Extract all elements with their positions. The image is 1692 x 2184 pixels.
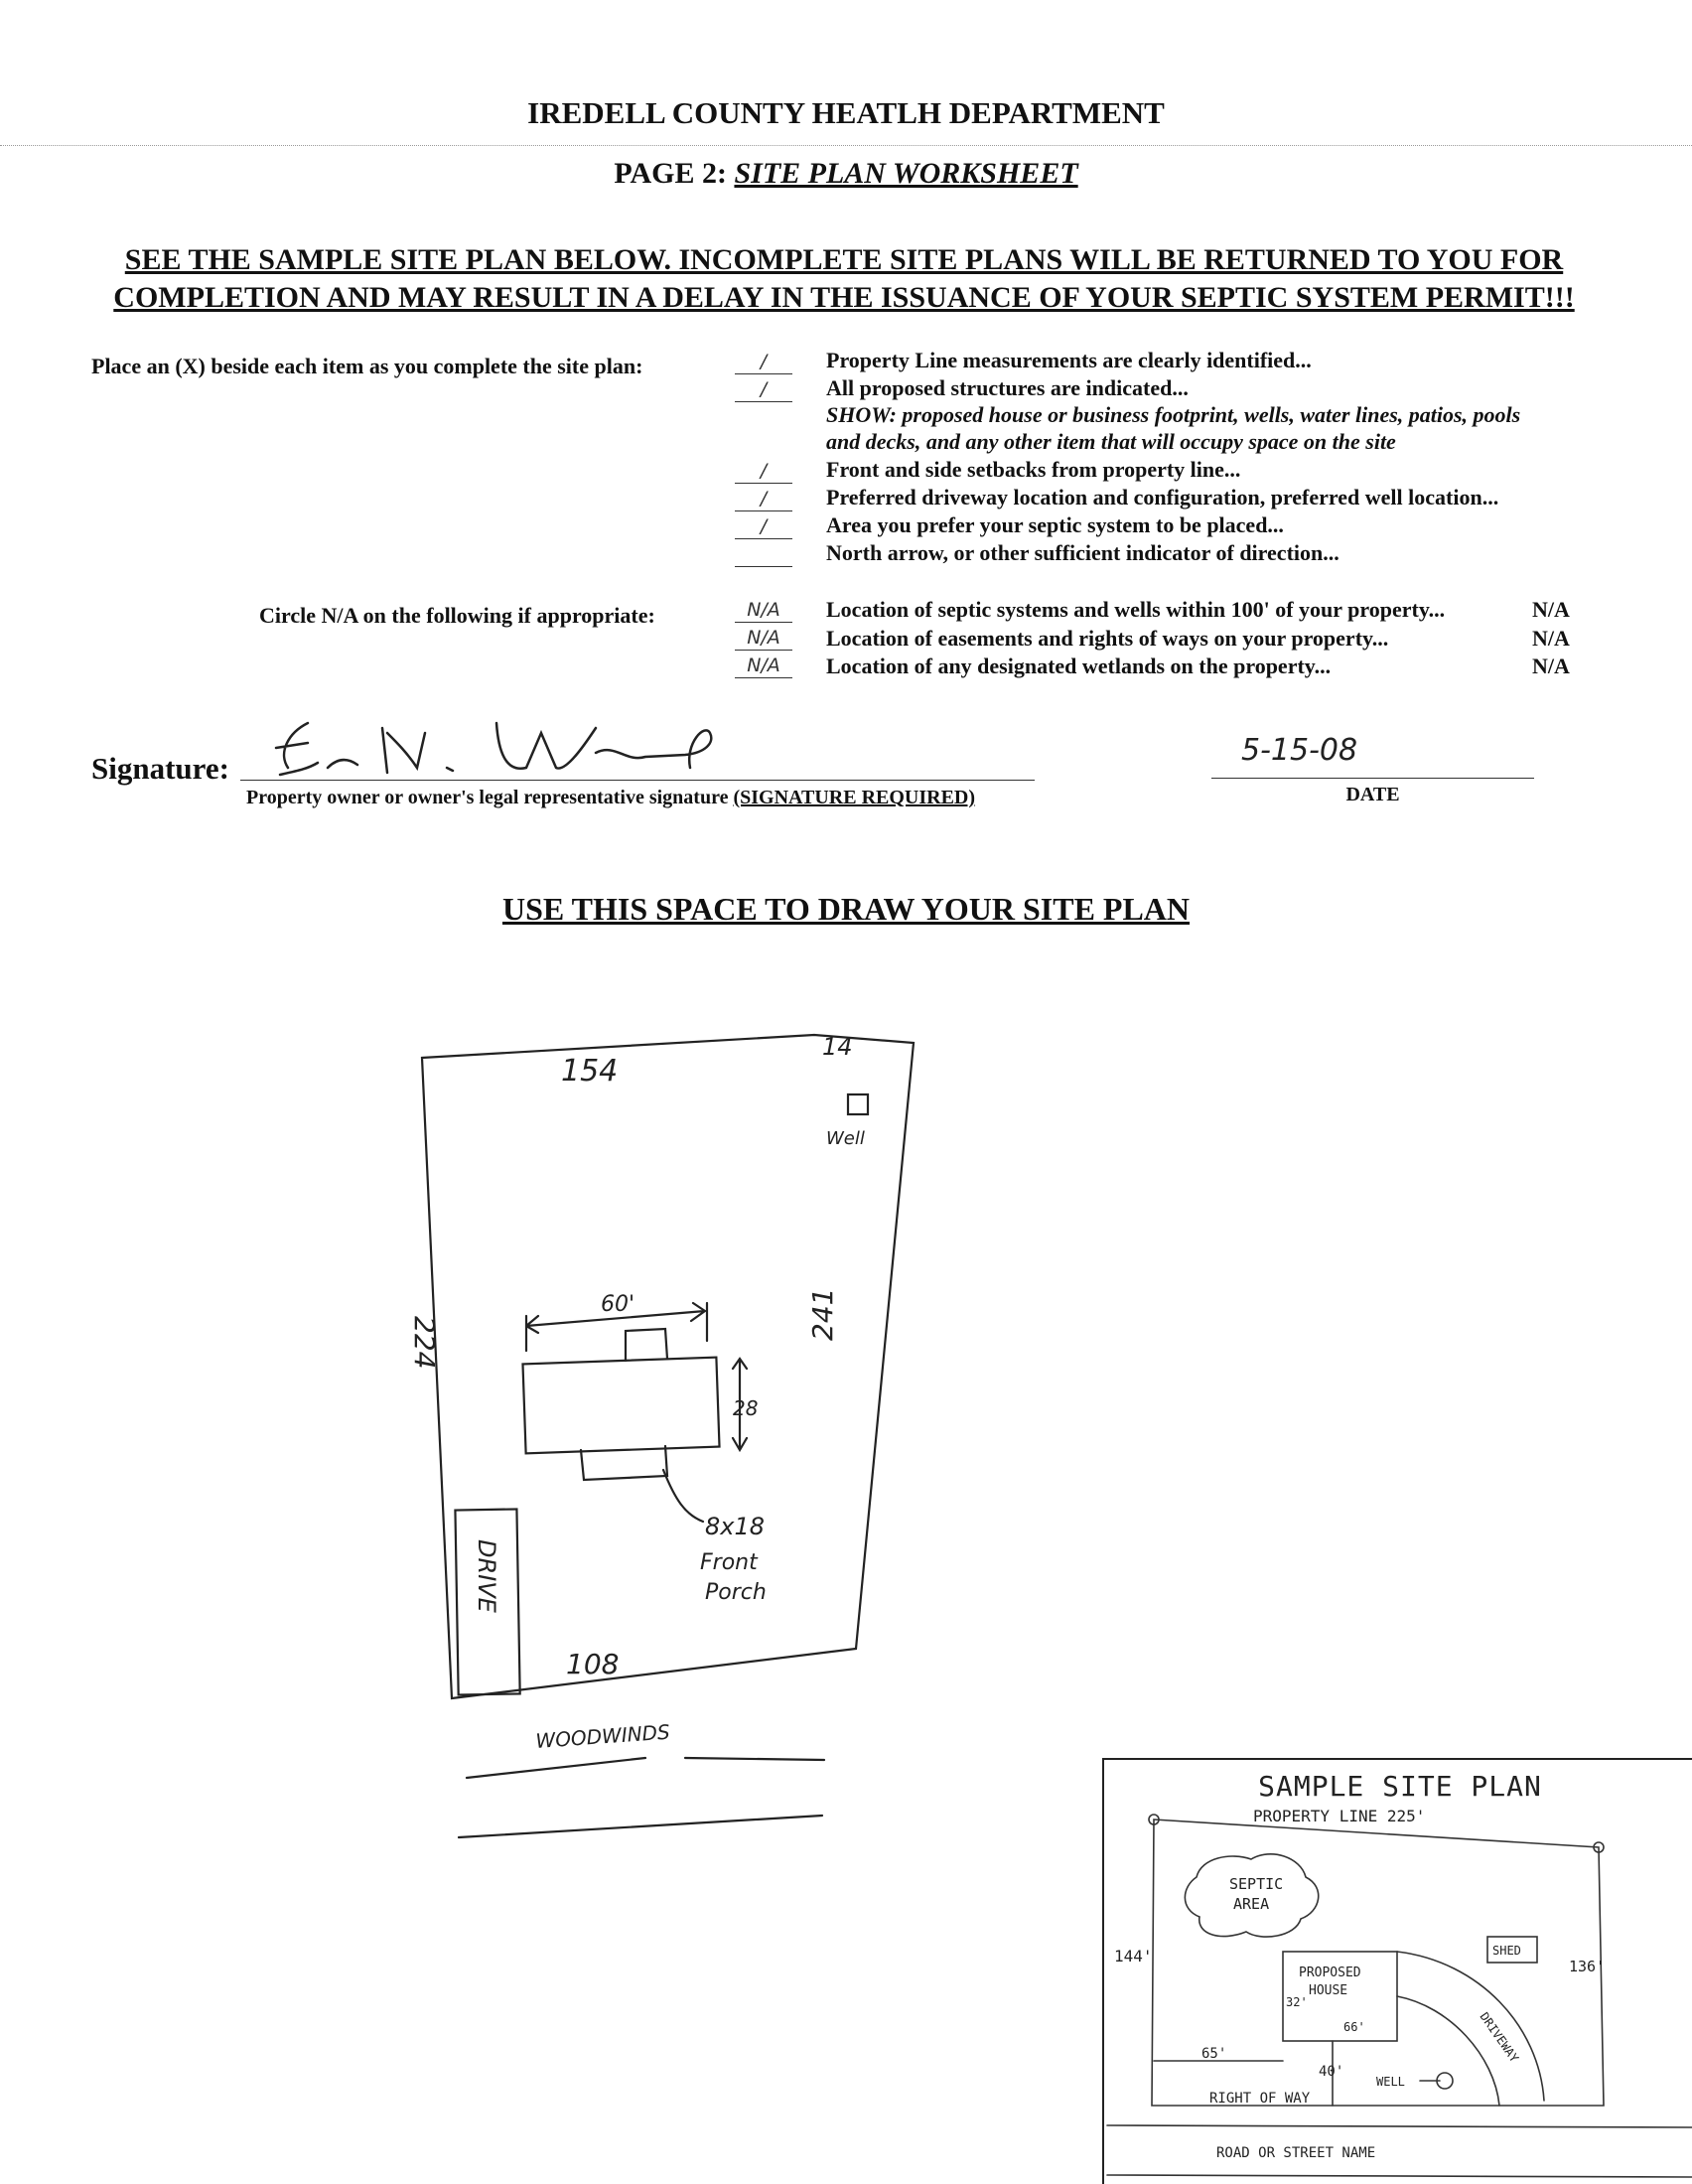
department-title: IREDELL COUNTY HEATLH DEPARTMENT [527,95,1165,130]
well-symbol [846,1092,870,1116]
sample-driveway [1396,1951,1545,2107]
na-option-1[interactable]: N/A [1532,597,1570,622]
sample-shed [1486,1936,1538,1964]
check-mark-6[interactable] [735,542,792,567]
bottom-measure: 108 [566,1648,619,1680]
na-mark-1[interactable]: N/A [735,598,792,623]
road-line [457,1756,826,1839]
na-mark-2[interactable]: N/A [735,626,792,651]
na-option-2[interactable]: N/A [1532,626,1570,651]
checklist-item-6: North arrow, or other sufficient indicat… [826,540,1340,565]
porch-label-front: Front [700,1550,759,1575]
warning-line-2: COMPLETION AND MAY RESULT IN A DELAY IN … [113,281,1575,314]
well-label: Well [826,1128,865,1149]
check-mark-4[interactable]: / [735,487,792,511]
front-porch [579,1444,669,1482]
sample-left-measure: 144' [1114,1947,1153,1966]
back-bump [624,1327,669,1363]
porch-size-label: 8x18 [705,1513,765,1540]
signature-line[interactable] [240,780,1035,781]
na-instruction: Circle N/A on the following if appropria… [259,603,655,628]
page-title: PAGE 2: SITE PLAN WORKSHEET [0,157,1692,191]
page-label: PAGE 2: [614,157,727,190]
signature-required: (SIGNATURE REQUIRED) [733,787,976,808]
checklist-item-2: All proposed structures are indicated... [826,375,1189,400]
sample-right-measure: 136' [1569,1958,1605,1975]
sample-side-setback: 65' [1201,2046,1226,2062]
page-name: SITE PLAN WORKSHEET [734,157,1078,190]
property-boundary [420,1033,916,1700]
draw-area-title: USE THIS SPACE TO DRAW YOUR SITE PLAN [501,891,1191,927]
check-mark-3[interactable]: / [735,459,792,484]
sample-setback-lines [1153,2040,1334,2107]
corner-measure: 14 [822,1033,853,1061]
sample-house-label-1: PROPOSED [1299,1966,1361,1980]
na-item-1: Location of septic systems and wells wit… [826,597,1446,622]
road-name-label: WOODWINDS [535,1720,671,1753]
date-label: DATE [1345,784,1400,805]
sample-house-depth: 32' [1286,1995,1308,2009]
checklist-item-4: Preferred driveway location and configur… [826,485,1499,510]
checklist-instruction: Place an (X) beside each item as you com… [91,354,643,378]
sample-septic-label-2: AREA [1233,1895,1269,1913]
warning-notice: SEE THE SAMPLE SITE PLAN BELOW. INCOMPLE… [99,241,1589,317]
porch-leader [661,1468,705,1524]
house-depth-label: 28 [733,1396,758,1420]
proposed-house [521,1356,721,1455]
check-mark-5[interactable]: / [735,514,792,539]
checklist-item-3: Front and side setbacks from property li… [826,457,1241,482]
sample-front-setback: 40' [1319,2064,1343,2080]
na-mark-3[interactable]: N/A [735,654,792,678]
sample-shed-label: SHED [1492,1944,1521,1958]
sample-property-line-label: PROPERTY LINE 225' [1253,1807,1425,1825]
sample-house-width: 66' [1343,2020,1365,2034]
sample-right-of-way-label: RIGHT OF WAY [1209,2091,1311,2107]
checklist-item-1: Property Line measurements are clearly i… [826,348,1312,372]
left-measure: 224 [408,1316,441,1369]
sample-septic-label-1: SEPTIC [1229,1875,1283,1893]
signature-caption: Property owner or owner's legal represen… [246,787,975,809]
signature-caption-text: Property owner or owner's legal represen… [246,787,729,808]
date-value[interactable]: 5-15-08 [1241,733,1358,768]
house-depth-arrow [731,1357,749,1453]
sample-house-label-2: HOUSE [1309,1983,1347,1998]
signature-label: Signature: [91,751,229,786]
porch-label-porch: Porch [705,1580,767,1605]
na-item-2: Location of easements and rights of ways… [826,626,1389,651]
check-mark-2[interactable]: / [735,377,792,402]
date-line [1211,778,1534,779]
sample-site-plan-box [1102,1758,1692,2184]
header-divider [0,145,1692,146]
house-width-arrow [524,1301,709,1353]
checklist-item-5: Area you prefer your septic system to be… [826,512,1284,537]
sample-well [1436,2072,1454,2090]
warning-line-1: SEE THE SAMPLE SITE PLAN BELOW. INCOMPLE… [124,243,1564,276]
sample-plan-title: SAMPLE SITE PLAN [1258,1770,1542,1803]
drive-label: DRIVE [473,1539,500,1614]
na-item-3: Location of any designated wetlands on t… [826,654,1332,678]
sample-property-line [1151,1819,1605,2107]
checklist-note-2: and decks, and any other item that will … [826,429,1396,454]
sample-well-label: WELL [1376,2075,1405,2089]
check-mark-1[interactable]: / [735,350,792,374]
sample-road [1106,2124,1692,2178]
driveway [454,1508,521,1696]
hand-drawn-site-plan[interactable]: 154 14 Well 224 241 60' 28 8x18 Front Po… [397,1013,933,1847]
checklist-note-1: SHOW: proposed house or business footpri… [826,402,1521,427]
septic-cloud [1184,1853,1320,1938]
right-measure: 241 [806,1288,839,1341]
sample-road-label: ROAD OR STREET NAME [1216,2145,1375,2161]
sample-site-plan: PROPERTY LINE 225' SEPTIC AREA SHED 144'… [1106,1807,1692,2178]
signature-scrawl-icon [274,721,713,777]
house-width-label: 60' [601,1292,634,1317]
sample-driveway-label: DRIVEWAY [1478,2010,1522,2066]
top-measure: 154 [561,1054,618,1089]
na-option-3[interactable]: N/A [1532,654,1570,678]
